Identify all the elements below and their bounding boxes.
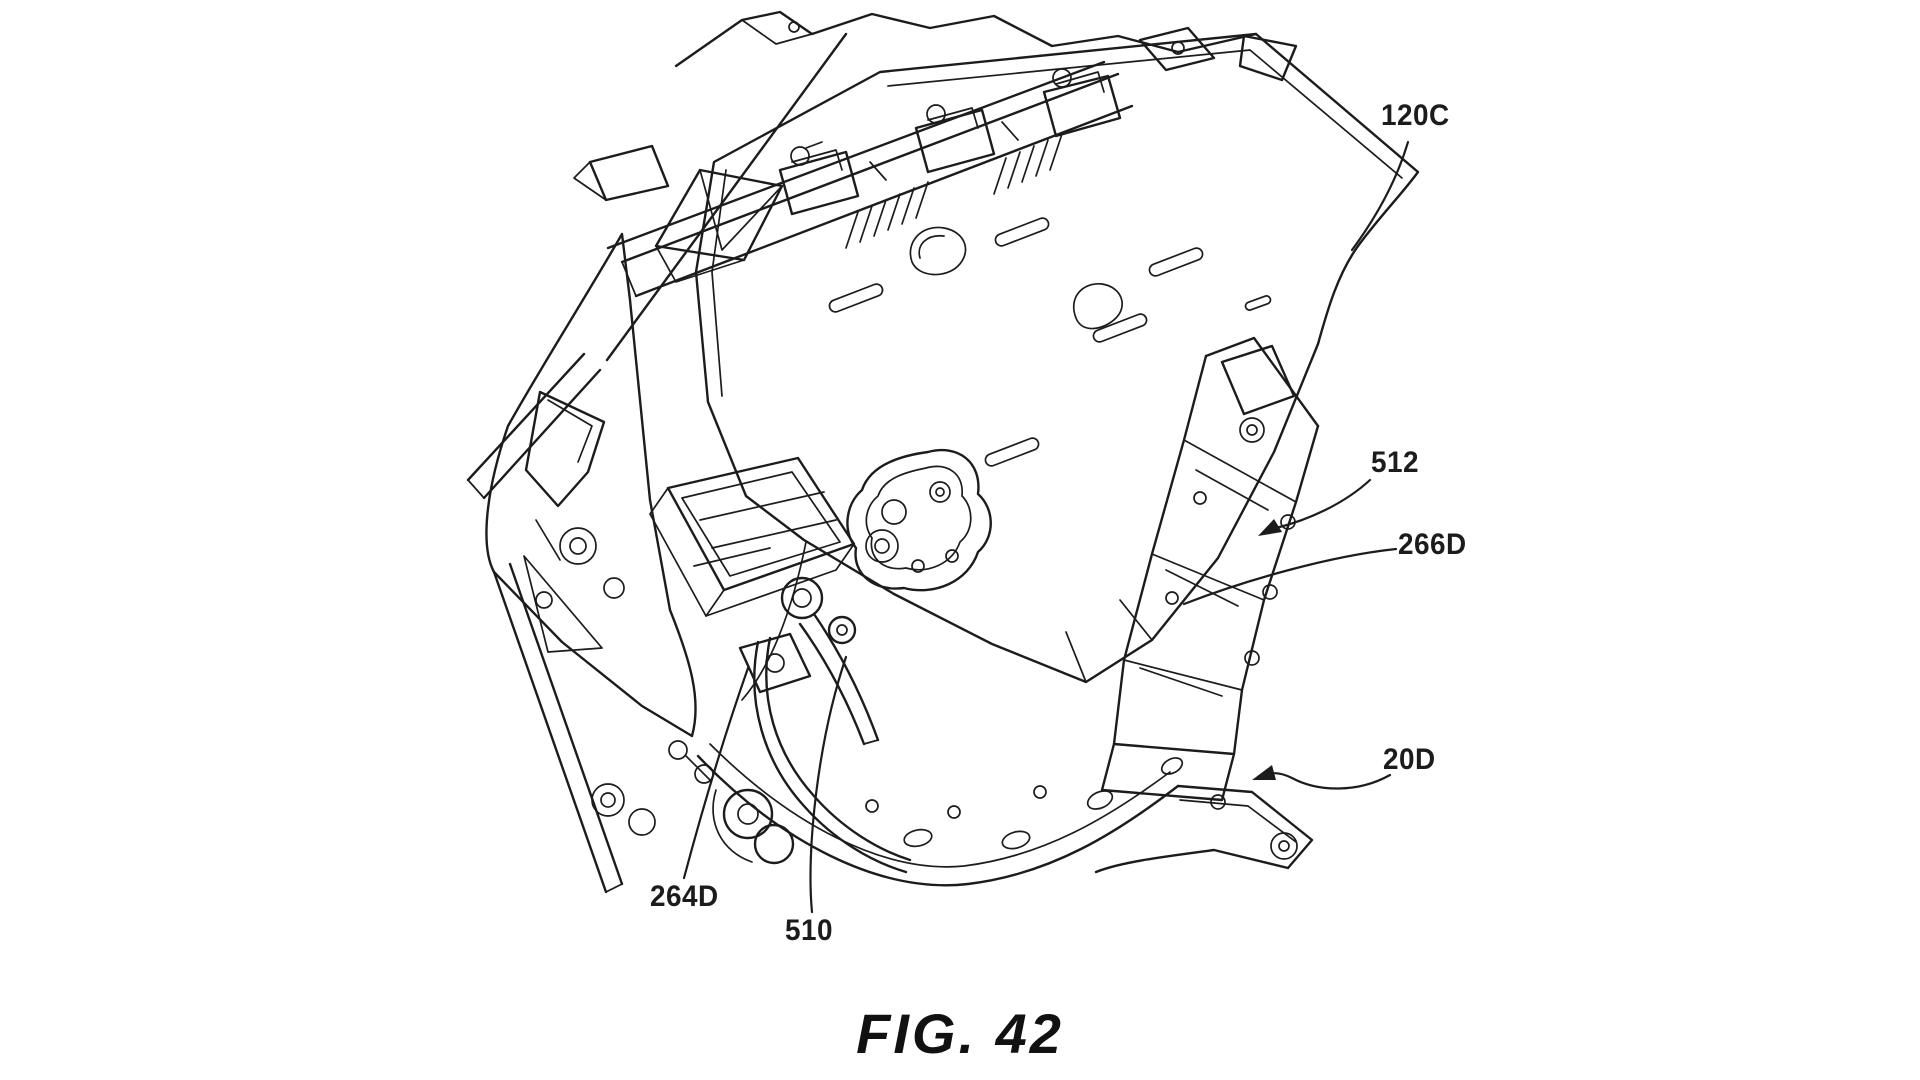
ref-label-20d: 20D <box>1383 743 1436 776</box>
figure-caption: FIG. 42 <box>856 1002 1064 1065</box>
ref-label-512: 512 <box>1371 446 1419 479</box>
ref-label-264d: 264D <box>650 880 719 913</box>
skid-plate <box>696 541 1314 887</box>
side-rail <box>1100 336 1320 802</box>
ref-label-510: 510 <box>785 914 833 947</box>
mounting-flange <box>846 449 992 592</box>
main-housing-plate <box>694 32 1420 684</box>
top-clamp-assembly <box>573 10 1298 362</box>
linkage-cluster <box>649 456 912 874</box>
ref-label-120c: 120C <box>1381 99 1450 132</box>
left-frame <box>466 232 697 894</box>
ref-label-266d: 266D <box>1398 528 1467 561</box>
leader-lines <box>682 140 1410 914</box>
